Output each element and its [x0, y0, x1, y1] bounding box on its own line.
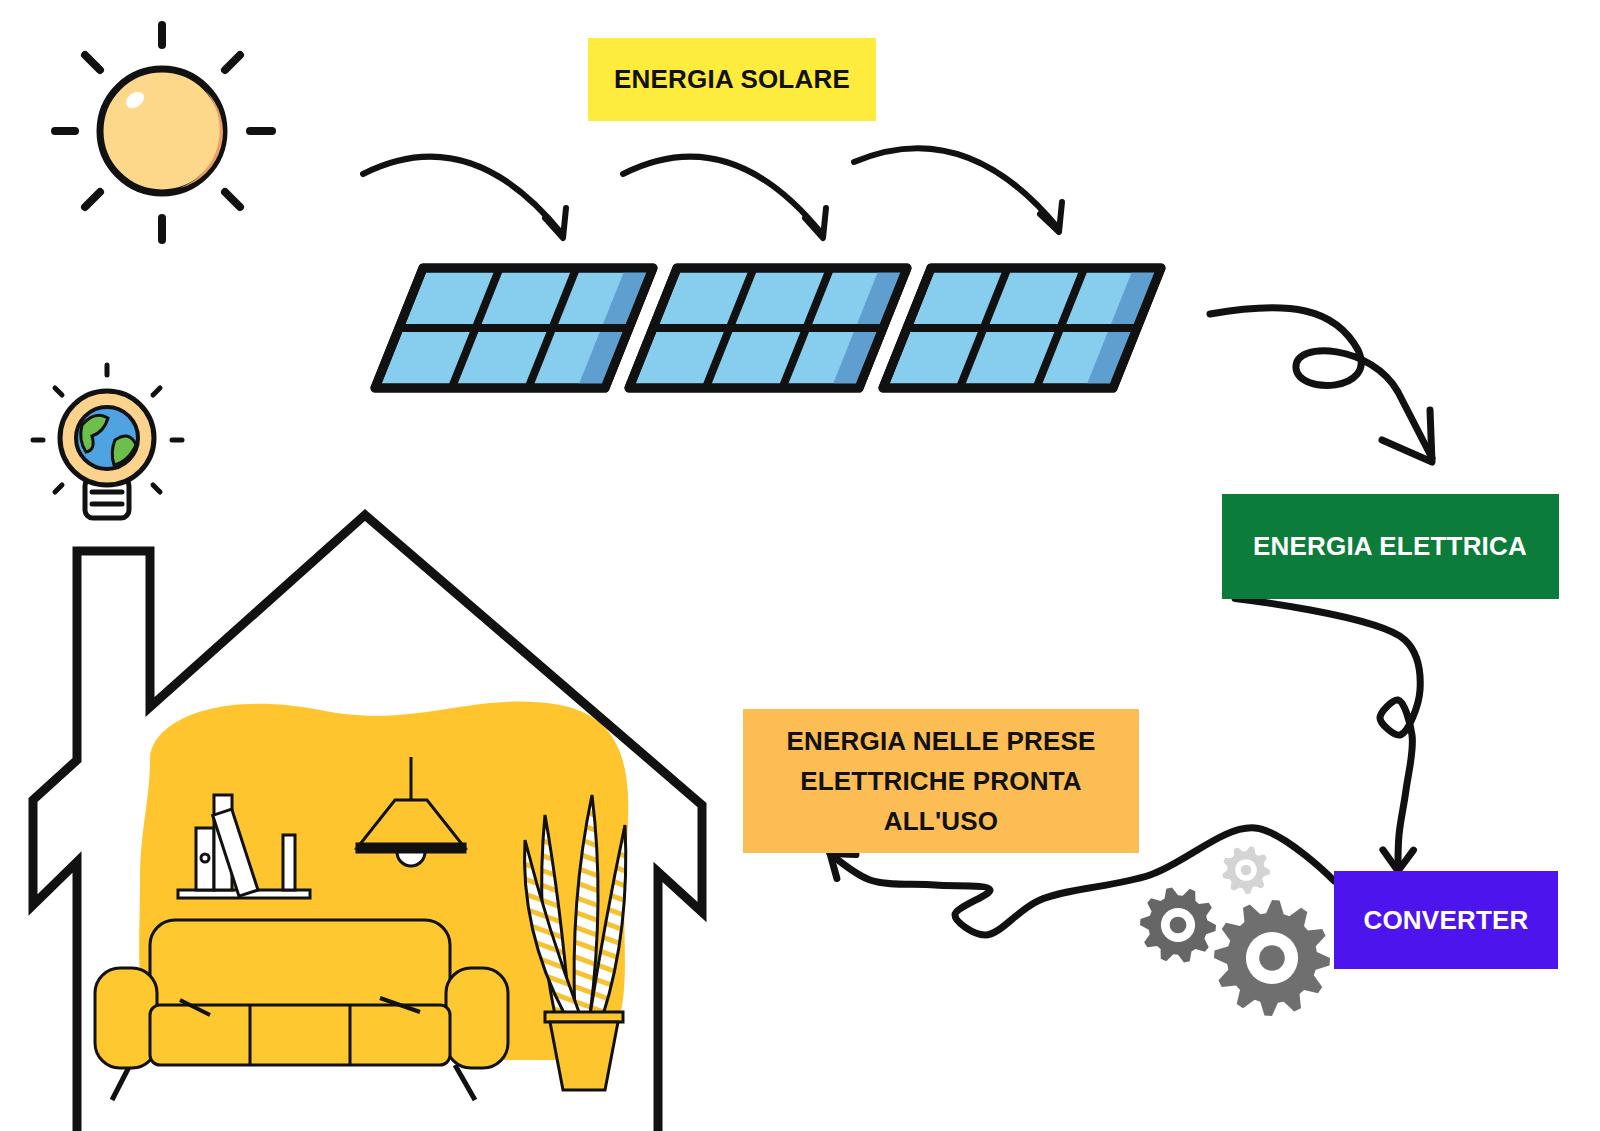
output-box: ENERGIA NELLE PRESE ELETTRICHE PRONTA AL… — [743, 709, 1139, 854]
box-label: ENERGIA NELLE PRESE ELETTRICHE PRONTA AL… — [765, 721, 1117, 842]
process-box: CONVERTER — [1334, 871, 1558, 969]
house-outline — [33, 515, 702, 1131]
box-label: ENERGIA ELETTRICA — [1253, 526, 1527, 566]
title-box: ENERGIA SOLARE — [588, 38, 876, 121]
solar-panels — [375, 268, 1161, 388]
box-label: CONVERTER — [1363, 900, 1528, 940]
flow-arrow — [1210, 308, 1432, 462]
sun-icon — [55, 25, 272, 240]
sunlight-arrows — [363, 148, 1062, 238]
box-label: ENERGIA SOLARE — [614, 59, 850, 99]
gear — [1140, 887, 1216, 962]
gear — [1214, 900, 1330, 1016]
solar-panel — [375, 268, 653, 388]
gears-icon — [1140, 846, 1330, 1016]
gear — [1222, 846, 1270, 894]
solar-panel — [629, 268, 907, 388]
idea-bulb-icon — [33, 365, 182, 518]
arrow-head — [1383, 850, 1414, 871]
process-box: ENERGIA ELETTRICA — [1222, 494, 1559, 599]
solar-panel — [883, 268, 1161, 388]
arrow-head — [830, 853, 856, 878]
